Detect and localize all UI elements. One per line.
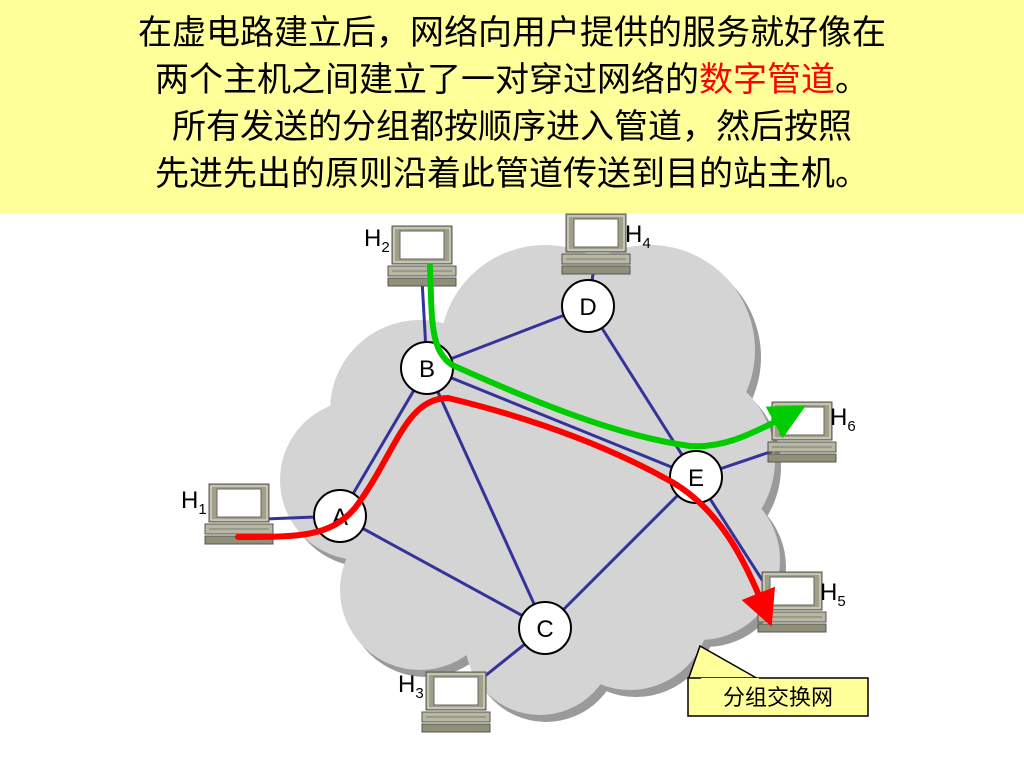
host-h2-subscript: 2: [381, 239, 389, 256]
node-b-label: B: [419, 356, 435, 383]
computer-icon: [421, 671, 491, 733]
node-e-label: E: [688, 465, 704, 492]
host-h2-letter: H: [364, 225, 381, 252]
node-d: D: [561, 279, 615, 333]
title-box: 在虚电路建立后，网络向用户提供的服务就好像在 两个主机之间建立了一对穿过网络的数…: [0, 0, 1024, 213]
red-virtual-circuit: [235, 394, 776, 627]
computer-icon: [387, 225, 457, 287]
host-h3: H3: [398, 671, 491, 733]
title-line-2-end: 。: [835, 60, 869, 100]
svg-text:H1: H1: [181, 487, 207, 518]
callout-label: 分组交换网: [723, 686, 833, 711]
node-c-label: C: [536, 616, 553, 643]
link-B-D: [426, 304, 589, 370]
node-d-label: D: [579, 294, 596, 321]
title-line-2: 两个主机之间建立了一对穿过网络的数字管道。: [0, 57, 1024, 104]
host-h4-letter: H: [625, 221, 642, 248]
svg-text:H2: H2: [364, 225, 390, 256]
host-h1-subscript: 1: [198, 501, 206, 518]
digital-pipe-highlight: 数字管道: [699, 60, 835, 100]
link-B-C: [425, 367, 547, 629]
network-links: [264, 267, 777, 690]
link-A-C: [339, 514, 546, 630]
node-a: A: [313, 489, 367, 543]
svg-text:H4: H4: [625, 221, 651, 252]
title-line-3: 所有发送的分组都按顺序进入管道，然后按照: [172, 107, 852, 147]
host-h1: H1: [181, 483, 274, 545]
host-h5-subscript: 5: [837, 593, 845, 610]
host-h6-letter: H: [830, 404, 847, 431]
node-b: B: [400, 341, 454, 395]
host-h4-subscript: 4: [642, 235, 650, 252]
packet-network-callout: 分组交换网: [687, 644, 869, 717]
link-A-B: [338, 367, 429, 517]
svg-text:H5: H5: [820, 579, 846, 610]
link-D-E: [586, 305, 698, 478]
node-e: E: [669, 450, 723, 504]
green-virtual-circuit: [427, 263, 806, 450]
host-h6-subscript: 6: [847, 418, 855, 435]
host-h3-subscript: 3: [415, 685, 423, 702]
computer-icon: [757, 571, 827, 633]
link-C-E: [543, 475, 698, 630]
node-c: C: [518, 601, 572, 655]
host-h3-letter: H: [398, 671, 415, 698]
host-h1-letter: H: [181, 487, 198, 514]
title-line-2-start: 两个主机之间建立了一对穿过网络的: [155, 60, 699, 100]
host-h6: H6: [767, 401, 856, 463]
svg-text:H3: H3: [398, 671, 424, 702]
title-line-4: 先进先出的原则沿着此管道传送到目的站主机。: [155, 154, 869, 194]
svg-text:H6: H6: [830, 404, 856, 435]
host-h5-letter: H: [820, 579, 837, 606]
title-line-1: 在虚电路建立后，网络向用户提供的服务就好像在: [138, 13, 886, 53]
link-B-E: [426, 366, 697, 479]
host-h4: H4: [561, 213, 651, 275]
host-h2: H2: [364, 225, 457, 287]
host-h5: H5: [757, 571, 846, 633]
